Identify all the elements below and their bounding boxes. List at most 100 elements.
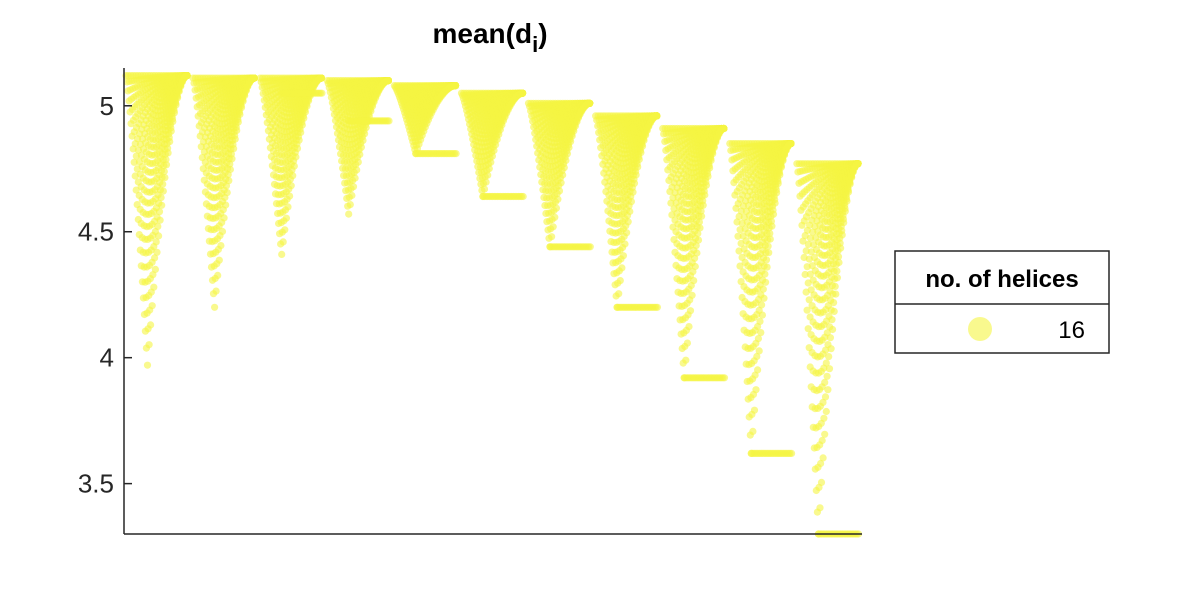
data-point: [236, 110, 244, 119]
data-point: [551, 213, 559, 221]
data-point: [281, 226, 289, 234]
data-point: [166, 138, 174, 146]
data-point: [549, 223, 557, 231]
data-point: [290, 162, 298, 170]
data-point: [519, 192, 527, 201]
data-point: [287, 182, 295, 190]
data-point: [130, 158, 138, 166]
data-point: [548, 233, 556, 241]
data-point: [353, 166, 361, 174]
data-point: [150, 283, 158, 291]
data-point: [158, 201, 166, 209]
data-point: [212, 287, 220, 295]
data-point: [169, 118, 177, 126]
data-point: [621, 240, 629, 248]
data-point: [162, 161, 171, 169]
data-point: [586, 99, 594, 107]
data-point: [145, 341, 153, 349]
data-point: [159, 180, 167, 188]
plot-area: [122, 72, 863, 538]
data-point: [164, 149, 172, 157]
data-point: [250, 74, 258, 82]
data-point: [170, 109, 178, 117]
data-point: [635, 155, 643, 164]
data-point: [480, 185, 489, 193]
data-point: [626, 207, 634, 216]
data-point: [167, 127, 175, 135]
data-point: [155, 232, 163, 240]
data-point: [349, 183, 358, 191]
data-point: [226, 165, 234, 174]
data-point: [618, 264, 626, 272]
data-point: [559, 171, 567, 179]
data-point: [298, 121, 306, 129]
data-point: [147, 321, 155, 329]
data-point: [554, 195, 562, 203]
data-point: [217, 242, 225, 250]
data-point: [487, 158, 495, 166]
data-point: [552, 204, 561, 212]
data-point: [279, 238, 287, 246]
data-point: [637, 149, 645, 157]
data-point: [451, 82, 460, 90]
data-point: [231, 135, 239, 143]
data-point: [619, 252, 628, 260]
data-point: [218, 227, 227, 236]
data-point: [351, 174, 359, 182]
data-point: [624, 218, 632, 226]
data-point: [356, 150, 364, 159]
data-point: [161, 174, 169, 182]
data-point: [228, 155, 236, 163]
data-point: [385, 117, 393, 125]
data-point: [518, 89, 527, 97]
chart-title-subscript: i: [532, 32, 538, 57]
data-point: [357, 143, 365, 151]
data-point: [172, 101, 180, 109]
data-point: [629, 188, 637, 196]
data-point: [223, 189, 231, 197]
data-point: [152, 238, 160, 246]
data-point: [153, 248, 161, 256]
data-point: [484, 171, 492, 179]
data-point: [615, 290, 623, 298]
data-point: [162, 155, 170, 164]
data-point: [214, 271, 222, 279]
data-point: [284, 203, 292, 211]
data-point: [634, 163, 642, 171]
data-point: [361, 130, 369, 138]
data-point: [159, 187, 167, 195]
data-point: [560, 164, 568, 172]
data-point: [297, 128, 305, 136]
data-point: [586, 243, 594, 251]
data-point: [482, 178, 490, 186]
data-point: [318, 89, 326, 97]
data-point: [215, 256, 223, 264]
data-point: [278, 250, 286, 258]
data-point: [220, 214, 228, 222]
data-point: [346, 201, 354, 209]
data-point: [354, 158, 362, 166]
data-point: [300, 114, 308, 122]
data-point: [234, 118, 242, 126]
data-point: [211, 303, 219, 311]
data-point: [174, 94, 182, 102]
data-point: [557, 179, 565, 187]
data-point: [653, 112, 661, 120]
chart-title: mean(di): [432, 18, 547, 57]
data-point: [653, 303, 662, 311]
data-point: [345, 210, 353, 218]
data-point: [156, 216, 164, 224]
data-point: [154, 222, 162, 230]
chart-title-close: ): [538, 18, 547, 49]
data-point: [289, 172, 297, 180]
data-point: [160, 167, 168, 176]
data-point: [292, 153, 300, 161]
data-point: [630, 179, 639, 187]
data-point: [562, 156, 570, 165]
data-point: [627, 198, 636, 206]
data-point: [222, 201, 230, 209]
data-point: [555, 187, 564, 195]
data-point: [151, 254, 159, 262]
data-point: [359, 136, 367, 144]
